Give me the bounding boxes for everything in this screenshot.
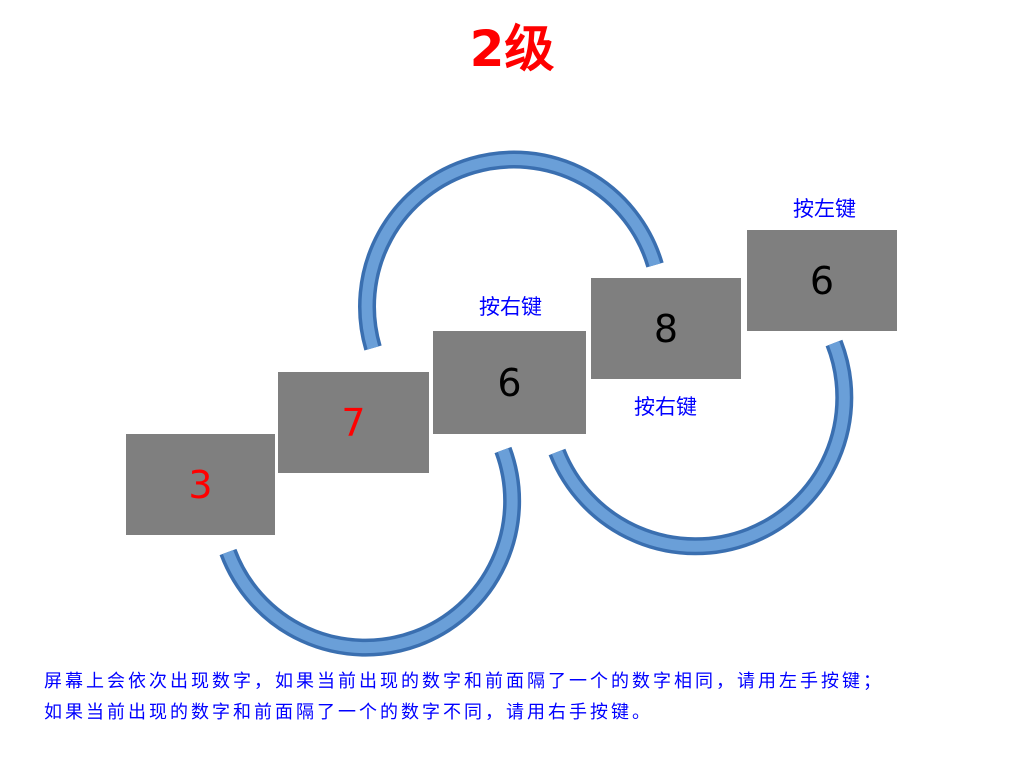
key-label-left: 按左键 xyxy=(793,197,856,221)
number-box-4: 8 xyxy=(591,278,741,379)
number-box-5: 6 xyxy=(747,230,897,331)
number-digit: 3 xyxy=(188,462,213,507)
number-digit: 6 xyxy=(809,258,835,303)
number-box-3: 6 xyxy=(433,331,586,434)
key-label-right-1: 按右键 xyxy=(479,295,542,319)
level-title: 2级 xyxy=(469,20,555,78)
number-digit: 7 xyxy=(341,400,366,445)
instructions-line-1: 屏幕上会依次出现数字，如果当前出现的数字和前面隔了一个的数字相同，请用左手按键； xyxy=(44,671,884,692)
number-digit: 6 xyxy=(497,360,522,405)
instructions-text: 屏幕上会依次出现数字，如果当前出现的数字和前面隔了一个的数字相同，请用左手按键；… xyxy=(44,666,1004,728)
number-box-2: 7 xyxy=(278,372,429,473)
number-digit: 8 xyxy=(653,306,679,351)
number-box-1: 3 xyxy=(126,434,275,535)
instructions-line-2: 如果当前出现的数字和前面隔了一个的数字不同，请用右手按键。 xyxy=(44,702,653,723)
key-label-right-2: 按右键 xyxy=(634,395,697,419)
